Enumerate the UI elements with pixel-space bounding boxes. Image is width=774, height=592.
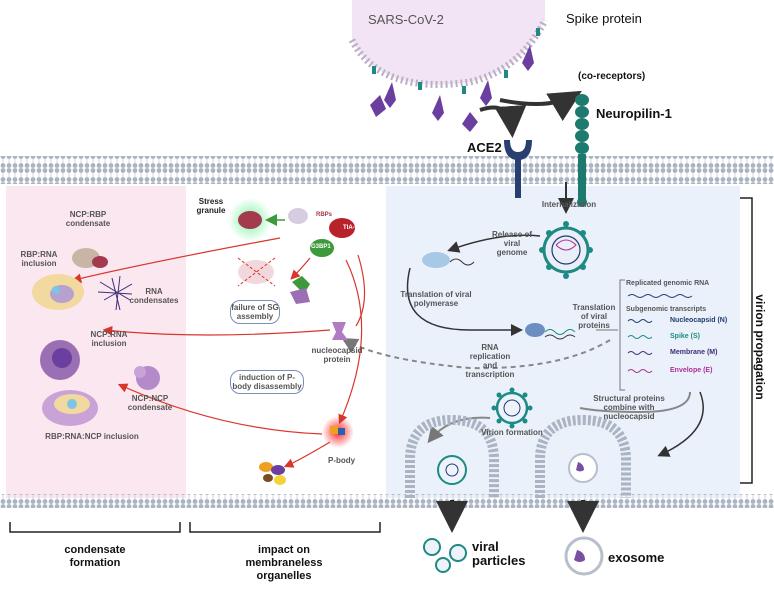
virion-propagation-label: virion propagation bbox=[753, 294, 767, 400]
release-arrow bbox=[447, 234, 541, 253]
exosome-label: exosome bbox=[608, 550, 665, 565]
g3bp1-label: G3BP1 bbox=[311, 244, 331, 250]
spike-label: Spike protein bbox=[566, 11, 642, 26]
stress-granule-body bbox=[238, 211, 262, 229]
nucleocapsid-protein-label: nucleocapsid protein bbox=[311, 346, 363, 364]
translation-proteins-label: Translation of viral proteins bbox=[572, 303, 616, 330]
nucleocapsid-dashed-arrow bbox=[341, 338, 611, 370]
red-arrow-ncp-left bbox=[102, 325, 331, 336]
failure-sg-box: failure of SG assembly bbox=[230, 300, 280, 324]
red-arrow-sg-to-rbp bbox=[71, 237, 281, 284]
legend-item: Membrane (M) bbox=[670, 349, 718, 356]
bottom-membrane bbox=[0, 494, 774, 508]
impact-label: impact on membraneless organelles bbox=[245, 544, 323, 582]
condensate-bracket bbox=[9, 522, 181, 533]
ncp-bound bbox=[290, 288, 310, 304]
nucleocapsid-protein-glyph bbox=[332, 322, 348, 340]
structural-arrow bbox=[579, 391, 691, 414]
arrow-to-ace2 bbox=[479, 104, 527, 138]
coreceptors-label: (co-receptors) bbox=[578, 71, 646, 82]
viral-particles bbox=[423, 538, 467, 573]
replication-arrow bbox=[406, 267, 523, 336]
to-exosome-arrow bbox=[657, 391, 704, 457]
g3bp1-blob bbox=[310, 239, 334, 257]
released-genome bbox=[422, 252, 475, 268]
translation-polymerase-label: Translation of viral polymerase bbox=[400, 290, 472, 308]
pbody-core bbox=[330, 426, 345, 435]
structural-label: Structural proteins combine with nucleoc… bbox=[593, 394, 665, 421]
top-membrane bbox=[0, 156, 774, 184]
tia1-label: TIA-1 bbox=[343, 225, 358, 231]
transcripts-bracket bbox=[619, 279, 625, 391]
ncp-rna-label: NCP:RNA inclusion bbox=[90, 330, 128, 348]
stress-granule-label: Stress granule bbox=[196, 197, 226, 215]
ncp-rbp-condensate-glyph bbox=[72, 248, 108, 268]
ace2-receptor bbox=[504, 140, 532, 198]
internalization-label: Internalization bbox=[541, 200, 597, 209]
ncp-ncp-condensate-glyph bbox=[134, 366, 160, 390]
ncp-rbp-label: NCP:RBP condensate bbox=[65, 210, 111, 228]
exosome-particle bbox=[564, 536, 604, 576]
red-arrow-pbody-left bbox=[117, 383, 323, 435]
rna-replication-label: RNA replication and transcription bbox=[465, 343, 515, 379]
rbp-rna-inclusion-glyph bbox=[32, 274, 84, 310]
replication-complex bbox=[525, 323, 576, 340]
condensate-panel-bg bbox=[6, 186, 186, 498]
failed-sg bbox=[237, 257, 276, 287]
red-arrow-g3bp1 bbox=[290, 257, 311, 280]
ncp-ncp-label: NCP:NCP condensate bbox=[127, 394, 173, 412]
viral-particles-label: viral particles bbox=[472, 539, 526, 568]
rbp-rna-ncp-label: RBP:RNA:NCP inclusion bbox=[45, 432, 139, 441]
tia1-blob bbox=[329, 218, 355, 238]
release-label: Release of viral genome bbox=[491, 230, 533, 257]
virus-label: SARS-CoV-2 bbox=[368, 12, 444, 27]
legend-item: Spike (S) bbox=[670, 333, 700, 340]
organelle-bracket bbox=[189, 522, 381, 533]
disassembled-pbody bbox=[259, 462, 286, 485]
pbody-disassembly-box: induction of P-body disassembly bbox=[230, 370, 304, 394]
subgenomic-label: Subgenomic transcripts bbox=[626, 306, 707, 313]
ncp-rna-inclusion-glyph bbox=[40, 340, 80, 380]
budding-vesicle-exosome bbox=[535, 414, 631, 498]
budding-vesicle-virus bbox=[405, 414, 499, 498]
legend-item: Envelope (E) bbox=[670, 367, 713, 374]
assembled-virion bbox=[491, 387, 533, 429]
rbp-rna-label: RBP:RNA inclusion bbox=[20, 250, 58, 268]
red-arrow-sg-to-ncp bbox=[355, 254, 366, 327]
red-arrow-to-pbody bbox=[338, 259, 363, 425]
legend-item: Nucleocapsid (N) bbox=[670, 317, 728, 324]
neuropilin-label: Neuropilin-1 bbox=[596, 106, 672, 121]
ace2-label: ACE2 bbox=[467, 140, 502, 155]
internalized-virion bbox=[539, 221, 593, 279]
propagation-bracket bbox=[740, 197, 753, 484]
rbps-blob bbox=[288, 208, 308, 224]
rna-condensates-label: RNA condensates bbox=[129, 287, 179, 305]
red-arrow-pbody-disassembly bbox=[283, 441, 331, 468]
rbps-label: RBPs bbox=[316, 212, 333, 218]
replicated-rna-label: Replicated genomic RNA bbox=[626, 280, 710, 287]
virus-particle bbox=[348, 0, 549, 132]
transcript-waves bbox=[627, 294, 693, 373]
rbp-rna-ncp-inclusion-glyph bbox=[42, 390, 98, 426]
rna-condensates-glyph bbox=[97, 275, 133, 311]
condensate-formation-label: condensate formation bbox=[64, 544, 126, 569]
arrow-to-neuropilin bbox=[499, 90, 582, 122]
virion-formation-label: Virion formation bbox=[481, 428, 543, 437]
pbody-label: P-body bbox=[328, 456, 356, 465]
neuropilin-receptor bbox=[575, 94, 589, 207]
